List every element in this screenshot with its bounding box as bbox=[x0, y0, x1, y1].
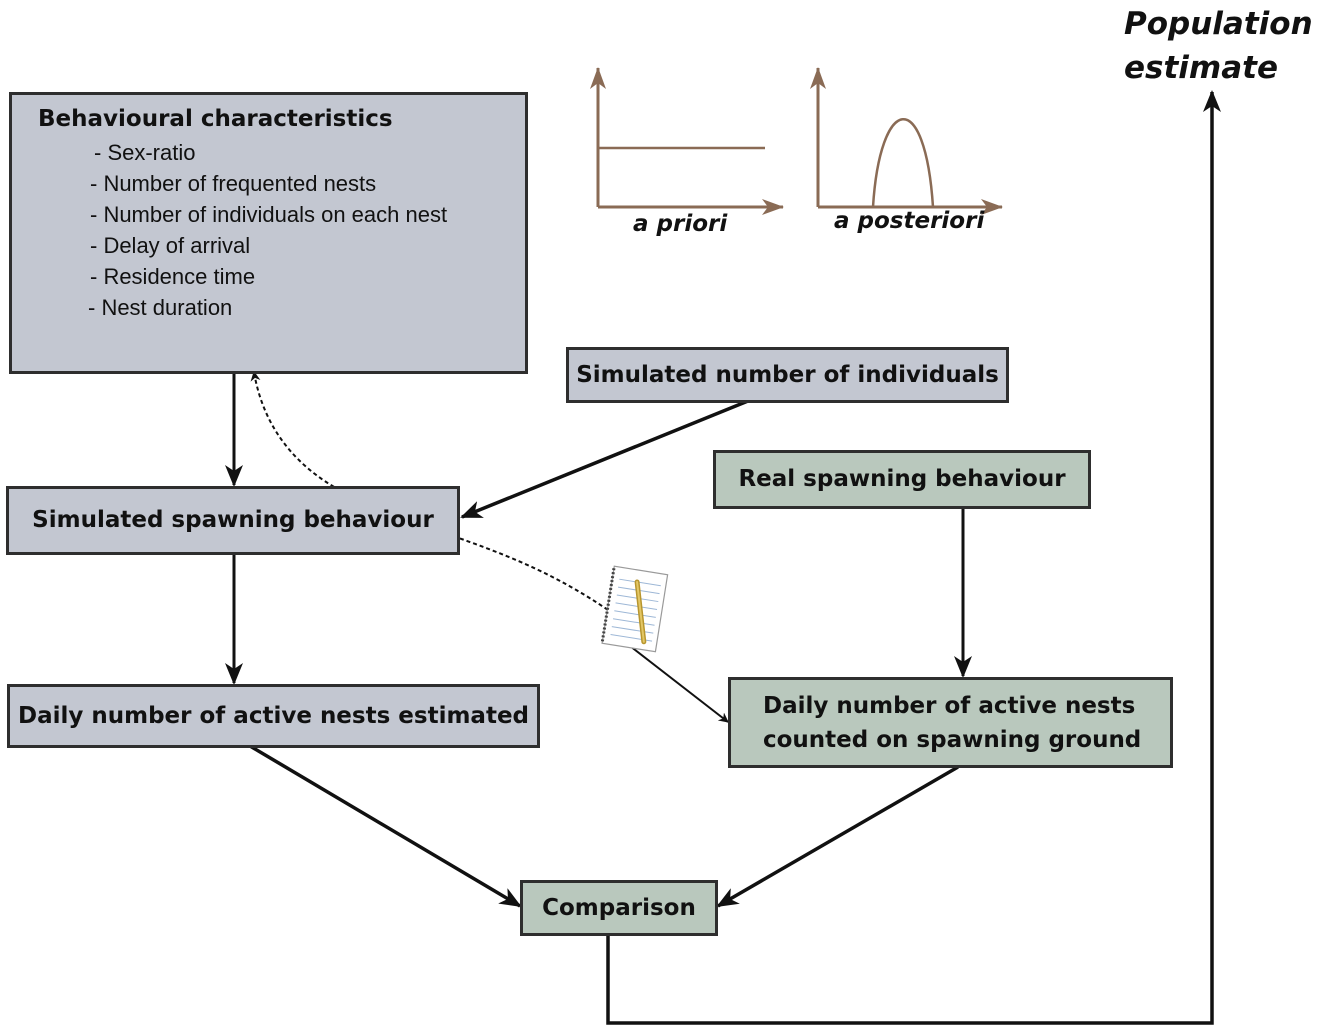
daily-counted-box: Daily number of active nests counted on … bbox=[728, 677, 1173, 768]
arrow-individuals-to-simulated bbox=[460, 399, 749, 519]
arrow-notepad-to-counted bbox=[629, 645, 729, 723]
notepad-pen-icon bbox=[600, 565, 669, 653]
simulated-individuals-box: Simulated number of individuals bbox=[566, 347, 1009, 403]
daily-counted-label-line1: Daily number of active nests bbox=[763, 692, 1136, 719]
daily-counted-label-line2: counted on spawning ground bbox=[763, 726, 1142, 753]
behaviour-item-nest-duration: - Nest duration bbox=[88, 295, 233, 321]
arrow-comparison-to-population-estimate bbox=[606, 90, 1221, 1025]
arrow-estimated-to-comparison bbox=[249, 744, 522, 908]
posterior-label: a posteriori bbox=[834, 208, 985, 234]
prior-distribution-chart bbox=[590, 67, 784, 215]
behavioural-characteristics-title: Behavioural characteristics bbox=[38, 106, 393, 132]
behaviour-item-residence-time: - Residence time bbox=[90, 264, 256, 290]
daily-estimated-box: Daily number of active nests estimated bbox=[7, 684, 540, 748]
comparison-box: Comparison bbox=[520, 880, 718, 936]
behaviour-item-frequented-nests: - Number of frequented nests bbox=[90, 171, 377, 197]
behaviour-item-individuals-per-nest: - Number of individuals on each nest bbox=[90, 202, 448, 228]
dashed-feedback-arrow bbox=[250, 371, 609, 611]
simulated-spawning-box: Simulated spawning behaviour bbox=[6, 486, 460, 555]
real-spawning-box: Real spawning behaviour bbox=[713, 450, 1091, 509]
behavioural-characteristics-box: Behavioural characteristics - Sex-ratio … bbox=[9, 92, 528, 374]
simulated-individuals-label: Simulated number of individuals bbox=[576, 361, 999, 388]
prior-label: a priori bbox=[633, 211, 728, 237]
behaviour-item-sex-ratio: - Sex-ratio bbox=[94, 140, 196, 166]
population-estimate-label: Population estimate bbox=[1124, 6, 1313, 86]
behaviour-item-delay-of-arrival: - Delay of arrival bbox=[90, 233, 251, 259]
simulated-spawning-label: Simulated spawning behaviour bbox=[32, 507, 434, 534]
posterior-distribution-chart bbox=[810, 67, 1003, 215]
posterior-peak-curve bbox=[871, 118, 935, 208]
arrow-counted-to-comparison bbox=[716, 765, 959, 908]
daily-estimated-label: Daily number of active nests estimated bbox=[17, 702, 530, 729]
real-spawning-label: Real spawning behaviour bbox=[738, 466, 1066, 493]
comparison-label: Comparison bbox=[542, 894, 696, 921]
